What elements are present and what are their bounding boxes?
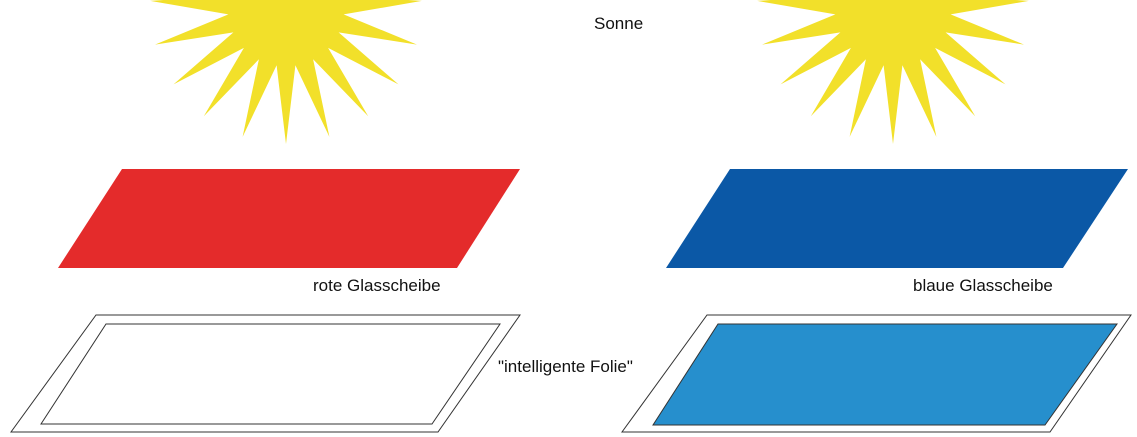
red-glass-pane (58, 169, 520, 268)
blue-glass-pane (666, 169, 1128, 268)
red-pane-label: rote Glasscheibe (313, 276, 441, 295)
film-frame-left (10, 314, 521, 433)
film-frame-right (621, 314, 1132, 433)
sun-right-icon (757, 0, 1029, 144)
film-right-lit (652, 323, 1118, 426)
blue-pane-label: blaue Glasscheibe (913, 276, 1053, 295)
film-left (40, 323, 501, 425)
film-label: "intelligente Folie" (498, 357, 633, 376)
sun-label: Sonne (594, 14, 644, 33)
sun-left-icon (150, 0, 422, 144)
